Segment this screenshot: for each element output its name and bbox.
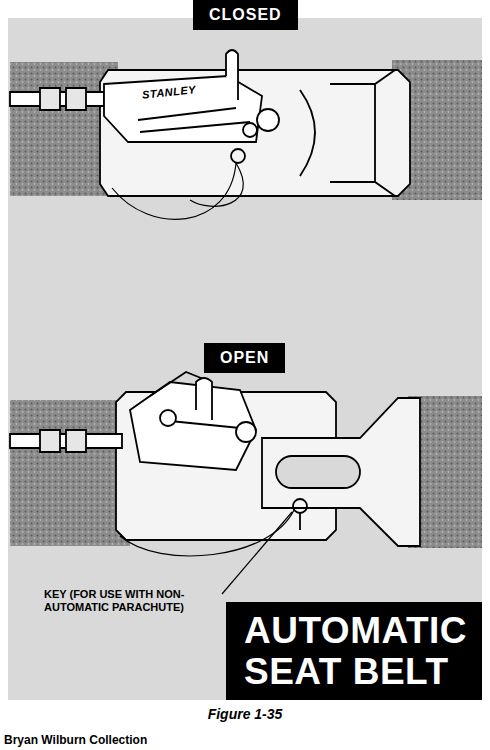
figure-caption: Figure 1-35	[0, 706, 490, 722]
grey-panel	[8, 18, 482, 700]
key-leader-line	[222, 512, 292, 594]
state-label: CLOSED	[209, 6, 282, 24]
title-text: AUTOMATIC SEAT BELT	[244, 610, 476, 692]
key-callout: KEY (FOR USE WITH NON-AUTOMATIC PARACHUT…	[44, 588, 216, 614]
source-credit: Bryan Wilburn Collection	[4, 733, 264, 747]
open-buckle	[10, 372, 482, 556]
title-band: AUTOMATIC SEAT BELT	[226, 602, 482, 700]
closed-buckle	[10, 50, 482, 219]
state-band: OPEN	[204, 343, 285, 373]
state-label: OPEN	[220, 349, 269, 367]
state-band: CLOSED	[193, 0, 298, 30]
